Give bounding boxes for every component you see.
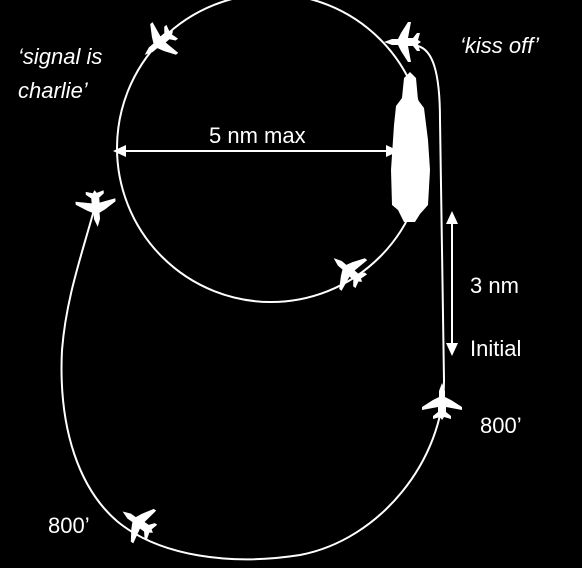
three-nm-arrow xyxy=(446,211,458,356)
kiss-off-label: ‘kiss off’ xyxy=(460,33,540,58)
signal-label-line1: ‘signal is xyxy=(18,44,102,69)
aircraft-carrier xyxy=(391,72,430,222)
jet-icon-left xyxy=(74,188,118,229)
altitude-right-label: 800’ xyxy=(480,413,522,438)
jet-icon-circle-bottom xyxy=(320,242,375,298)
jet-icon-initial xyxy=(422,383,462,420)
initial-label: Initial xyxy=(470,336,521,361)
altitude-left-label: 800’ xyxy=(48,513,90,538)
circle-max-label: 5 nm max xyxy=(209,123,306,148)
jet-icon-top-right xyxy=(384,22,421,62)
signal-label-line2: charlie’ xyxy=(18,78,89,103)
jet-icon-top-left xyxy=(131,15,186,71)
pattern-track xyxy=(60,45,446,561)
distance-label: 3 nm xyxy=(470,273,519,298)
